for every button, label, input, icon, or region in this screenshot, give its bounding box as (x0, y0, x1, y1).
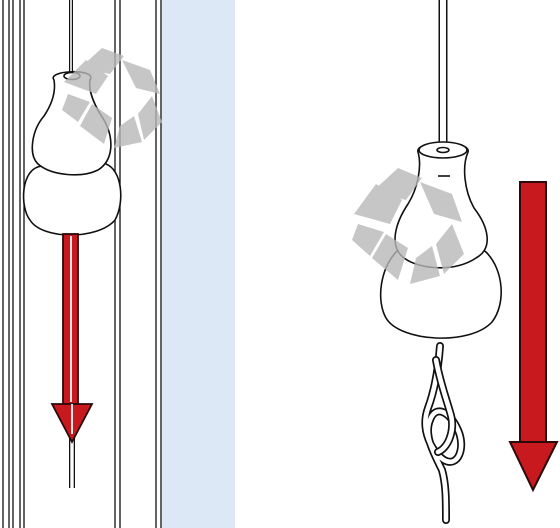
left-pull-handle (22, 70, 122, 236)
right-watermark-logo-icon (352, 168, 464, 284)
window-glass (162, 0, 235, 528)
left-panel (2, 0, 235, 528)
window-frame (2, 0, 162, 528)
right-cord-knot (421, 342, 466, 524)
right-arrow-down-icon (508, 181, 559, 493)
left-arrow-down-icon (50, 233, 94, 444)
right-panel (352, 0, 559, 524)
left-watermark-logo-icon (62, 48, 162, 148)
